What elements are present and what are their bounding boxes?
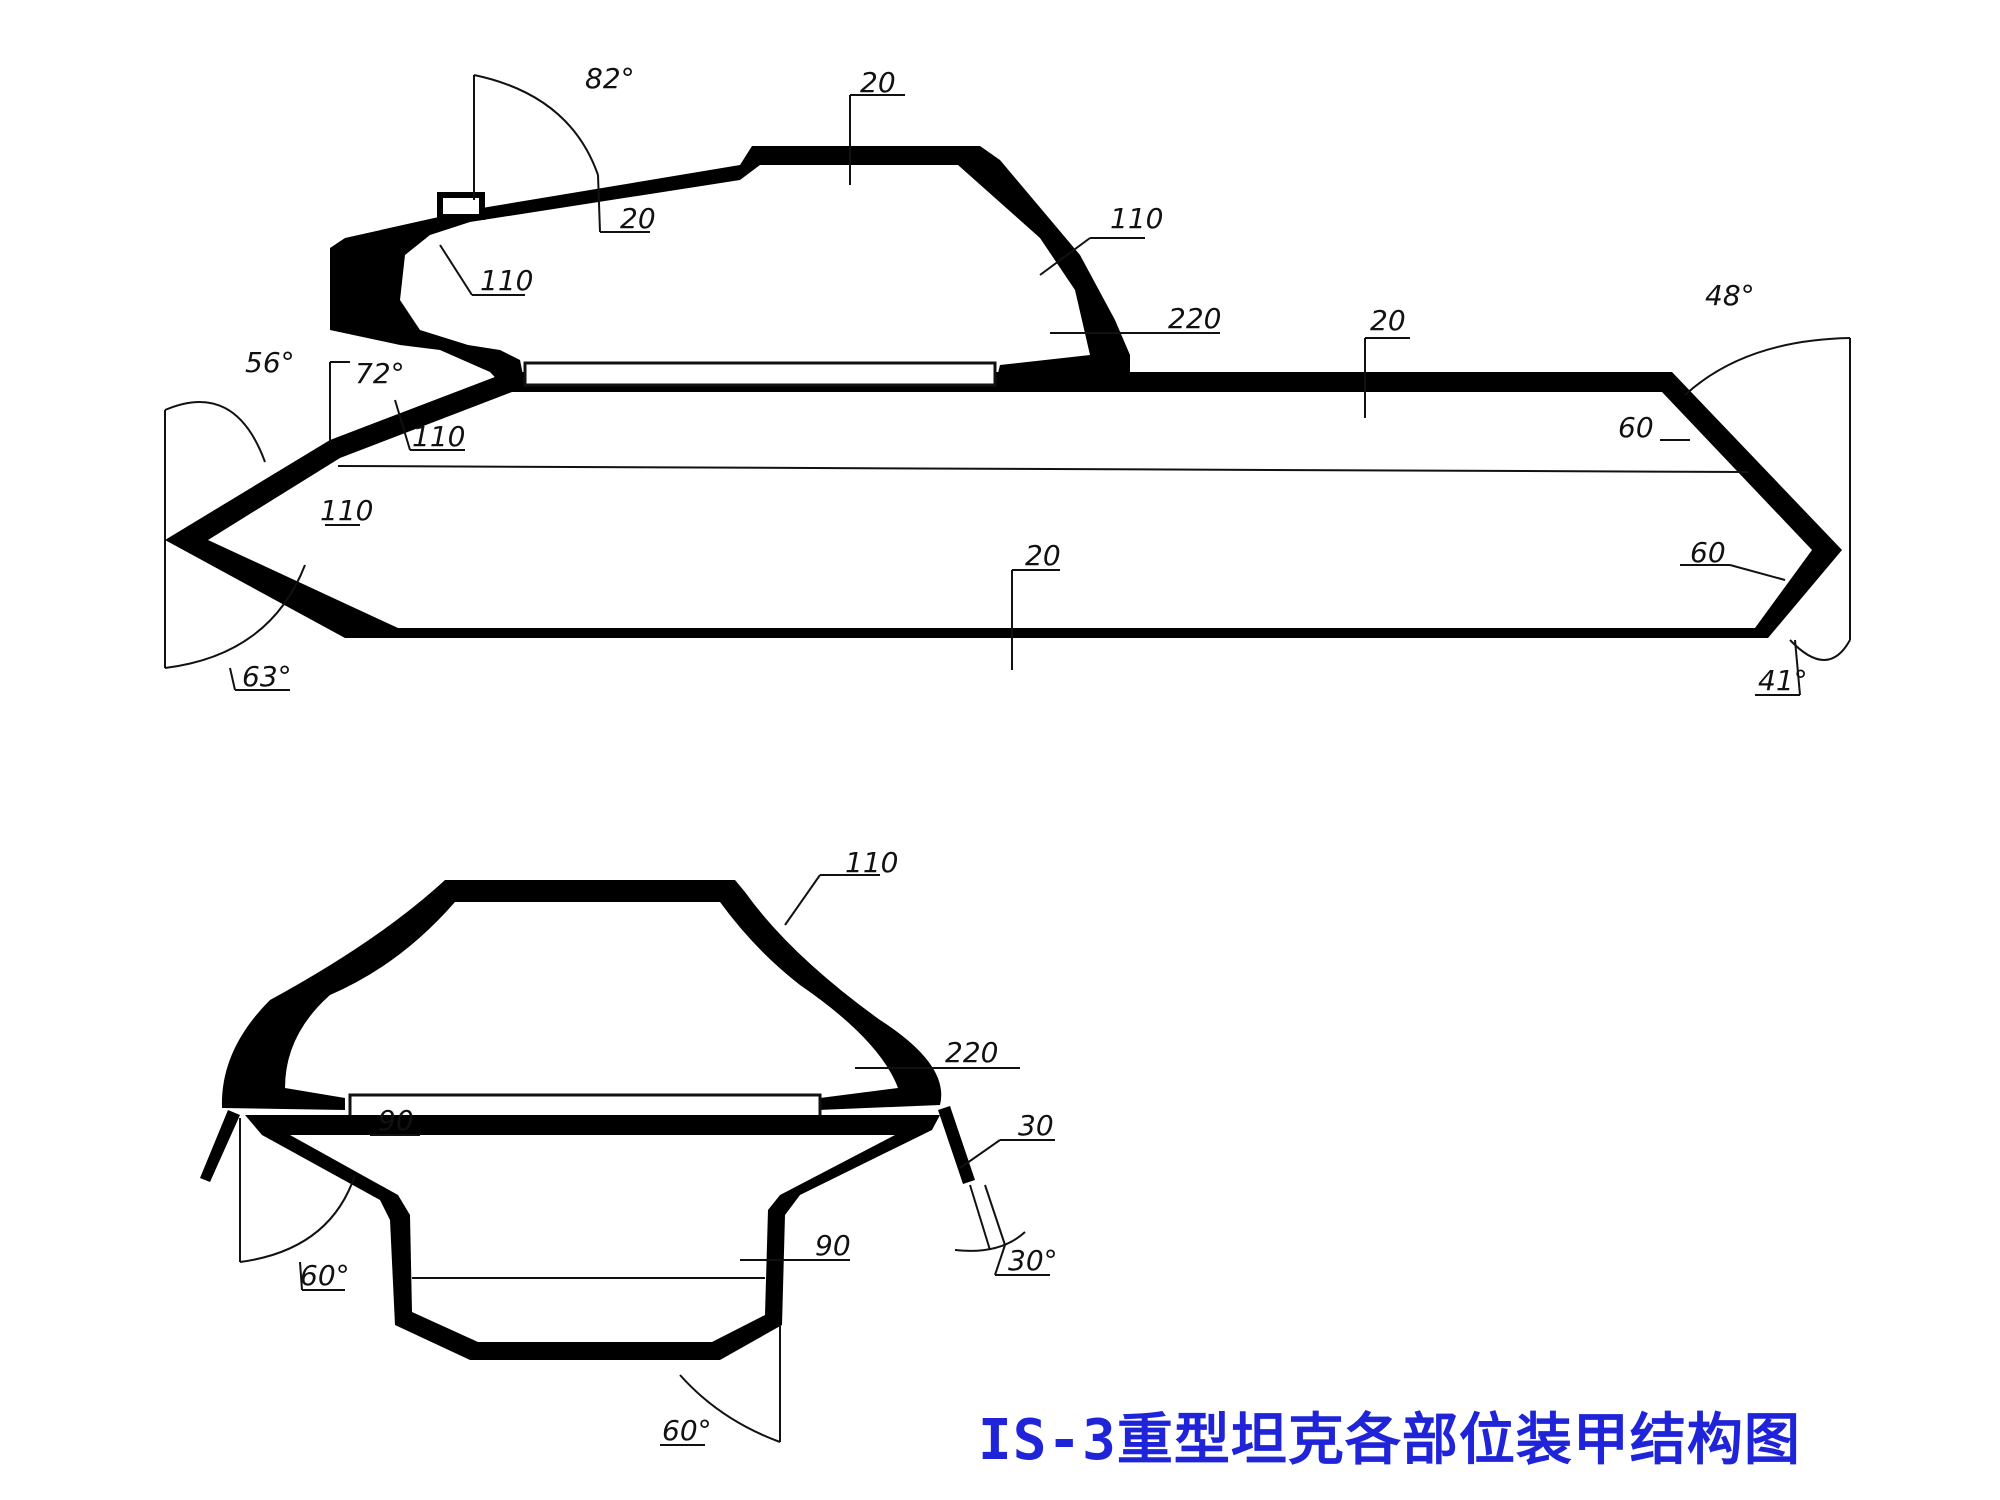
label-turret-roof-front: 20	[620, 202, 656, 235]
label-hull-roof: 20	[1370, 304, 1406, 337]
front-view: 110 220 90 60° 90 30 30° 60°	[200, 846, 1058, 1447]
turret-ring	[523, 361, 997, 387]
diagram-caption: IS-3重型坦克各部位装甲结构图	[978, 1408, 1801, 1473]
mantlet-inner	[419, 258, 480, 342]
label-turret-top-side: 110	[845, 846, 898, 879]
label-bottom-angle: 60°	[662, 1414, 712, 1447]
turret-ring-front	[348, 1093, 822, 1119]
hull-armor-side	[165, 372, 1842, 638]
label-mantlet: 110	[480, 264, 533, 297]
label-hull-side-lower: 90	[815, 1229, 851, 1262]
label-rear-angle-top: 48°	[1705, 279, 1755, 312]
front-dimension-lines	[239, 874, 1055, 1446]
label-rear-upper-plate: 60	[1618, 411, 1654, 444]
label-fender: 30	[1018, 1109, 1054, 1142]
side-dimension-lines	[164, 74, 1851, 696]
label-hull-bottom: 20	[1025, 539, 1061, 572]
label-hull-side-angle: 60°	[300, 1259, 350, 1292]
label-rear-lower-plate: 60	[1690, 536, 1726, 569]
turret-armor-side	[330, 146, 1130, 388]
label-rear-angle-bottom: 41°	[1758, 664, 1808, 697]
hull-armor-front	[245, 1115, 940, 1360]
vision-block	[437, 192, 485, 220]
label-turret-bottom-side: 220	[945, 1036, 998, 1069]
label-fender-angle: 30°	[1008, 1244, 1058, 1277]
label-lower-front-plate: 110	[320, 494, 373, 527]
hull-interior-line	[337, 465, 1749, 473]
label-upper-front-angle: 56°	[245, 346, 295, 379]
label-turret-side-upper: 110	[1110, 202, 1163, 235]
side-view: 82° 20 20 110 110 220 20 56° 72° 110 110…	[164, 62, 1851, 697]
label-upper-front-plate: 110	[412, 420, 465, 453]
label-turret-roof: 20	[860, 66, 896, 99]
label-turret-side-lower: 220	[1168, 302, 1221, 335]
fender-left	[200, 1110, 240, 1182]
turret-armor-front	[221, 880, 942, 1110]
label-hull-side-upper: 90	[378, 1104, 414, 1137]
label-turret-front-angle: 82°	[585, 62, 635, 95]
label-upper-front-angle-2: 72°	[355, 357, 405, 390]
fender-right	[938, 1106, 975, 1184]
label-lower-front-angle: 63°	[242, 660, 292, 693]
